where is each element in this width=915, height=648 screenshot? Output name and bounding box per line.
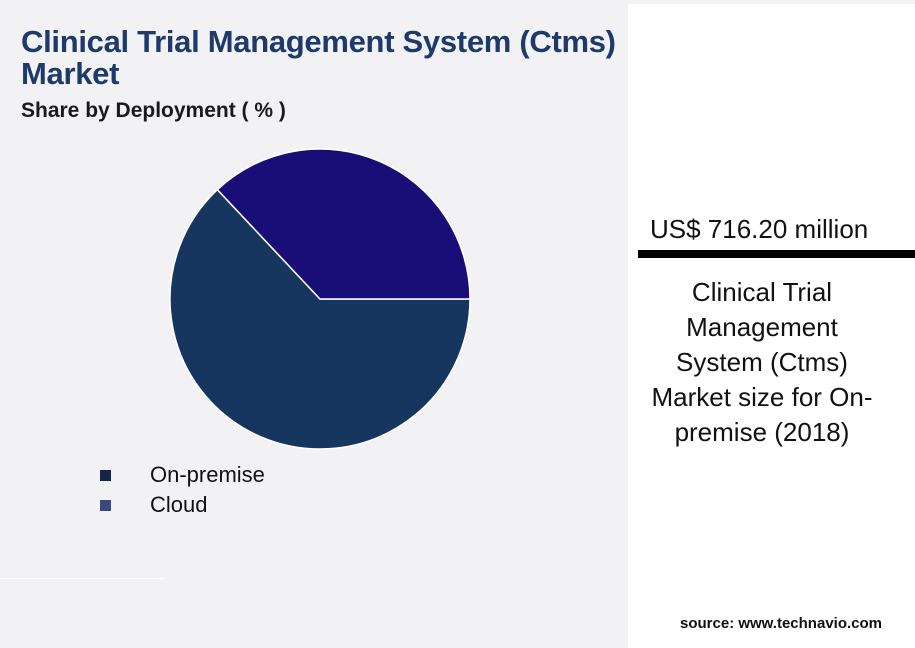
chart-panel-footer (0, 578, 165, 648)
pie-chart (169, 148, 471, 450)
legend-label-on-premise: On-premise (150, 462, 265, 487)
legend-swatch-on-premise (100, 469, 111, 481)
divider (638, 250, 915, 258)
chart-title: Clinical Trial Management System (Ctms) … (21, 24, 616, 91)
legend-item-on-premise: On-premise (100, 460, 265, 490)
source-credit: source: www.technavio.com (680, 615, 882, 632)
legend-swatch-cloud (100, 499, 111, 511)
summary-panel-strip (628, 0, 915, 4)
legend-label-cloud: Cloud (150, 492, 208, 517)
summary-panel (628, 0, 915, 648)
market-size-value: US$ 716.20 million (650, 214, 869, 244)
legend-item-cloud: Cloud (100, 490, 265, 520)
chart-legend: On-premise Cloud (100, 460, 265, 520)
market-size-description: Clinical Trial Management System (Ctms) … (651, 277, 873, 447)
chart-subtitle: Share by Deployment ( % ) (21, 99, 286, 122)
pie-slice-on-premise (169, 188, 471, 450)
pie-slice-cloud (216, 148, 471, 300)
